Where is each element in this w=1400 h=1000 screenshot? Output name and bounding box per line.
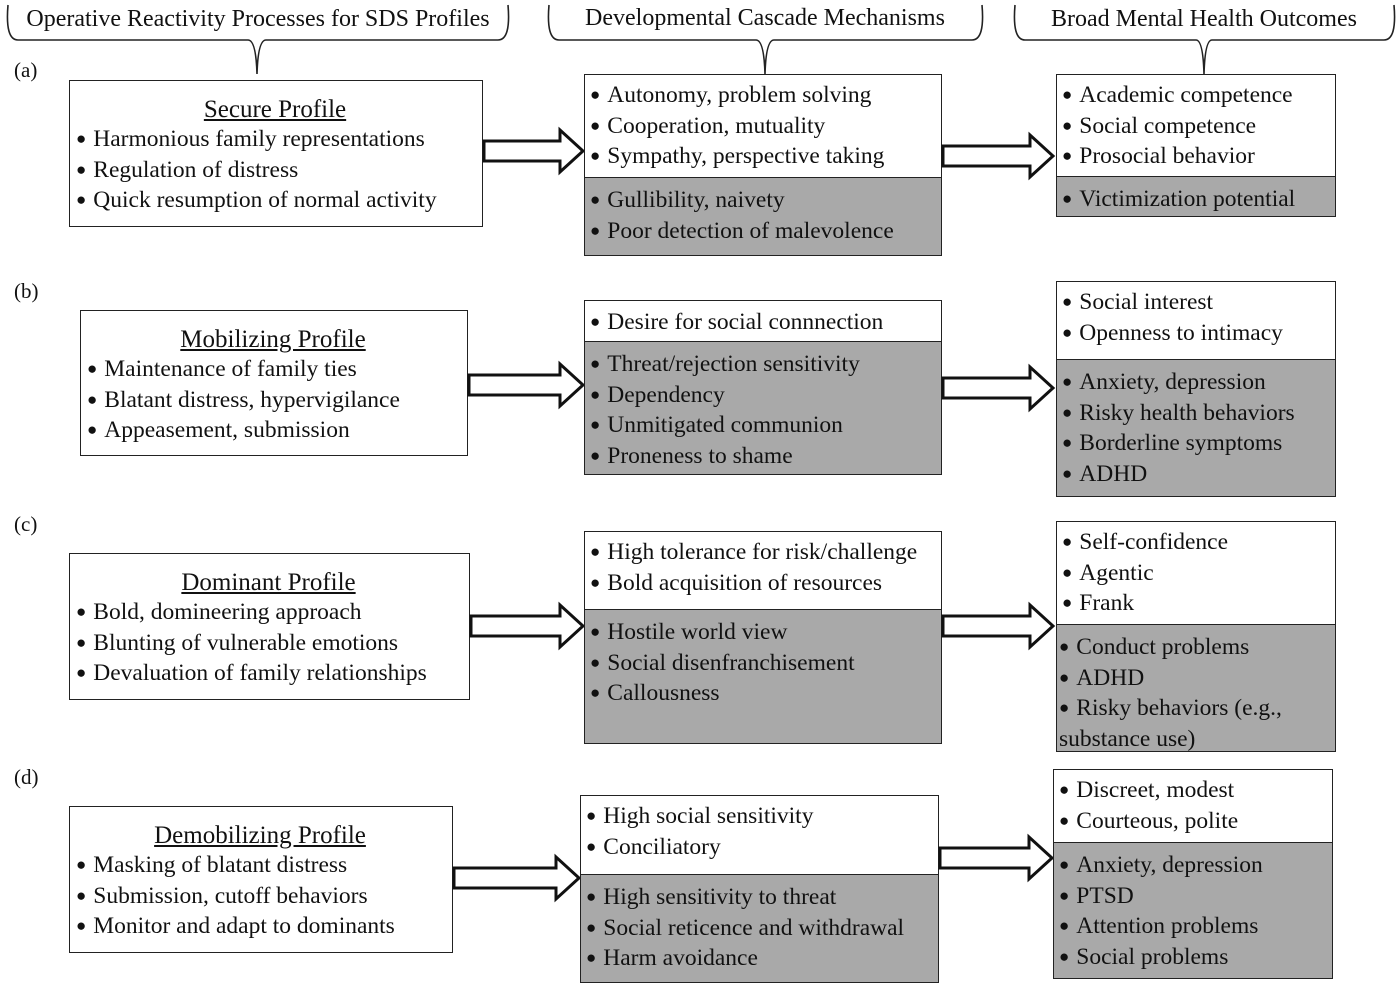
mechanism-negative-box: Threat/rejection sensitivity Dependency …	[584, 341, 942, 475]
outcome-negative-box: Conduct problems ADHD Risky behaviors (e…	[1056, 624, 1336, 752]
profile-box-secure: Secure Profile Harmonious family represe…	[69, 80, 483, 227]
outcome-item: Discreet, modest	[1059, 776, 1328, 807]
profile-item: Submission, cutoff behaviors	[76, 882, 444, 913]
profile-box-mobilizing: Mobilizing Profile Maintenance of family…	[80, 310, 468, 456]
outcome-positive-box: Self-confidence Agentic Frank	[1056, 521, 1336, 625]
profile-item: Appeasement, submission	[87, 416, 459, 447]
row-label-c: (c)	[14, 512, 38, 536]
mechanism-positive-box: Desire for social connnection	[584, 300, 942, 342]
header-brace-outcomes	[1013, 4, 1396, 75]
mechanism-item: Poor detection of malevolence	[590, 217, 937, 248]
mechanism-item: High tolerance for risk/challenge	[590, 538, 937, 569]
outcome-item: Social competence	[1062, 112, 1331, 143]
mechanism-item: Desire for social connnection	[590, 308, 937, 339]
outcome-negative-box: Victimization potential	[1056, 176, 1336, 217]
mechanism-item: Gullibility, naivety	[590, 186, 937, 217]
outcome-item: Social interest	[1062, 288, 1331, 319]
outcome-item: Academic competence	[1062, 81, 1331, 112]
outcome-item: Conduct problems	[1059, 633, 1331, 664]
profile-item: Blatant distress, hypervigilance	[87, 386, 459, 417]
outcome-item: Risky health behaviors	[1062, 399, 1331, 430]
profile-item: Regulation of distress	[76, 156, 474, 187]
profile-title: Mobilizing Profile	[180, 326, 366, 353]
outcome-item: PTSD	[1059, 882, 1328, 913]
profile-title: Secure Profile	[203, 96, 347, 123]
outcome-negative-box: Anxiety, depression PTSD Attention probl…	[1053, 842, 1333, 979]
mechanism-positive-box: High social sensitivity Conciliatory	[580, 795, 939, 875]
outcome-item: Attention problems	[1059, 912, 1328, 943]
mechanism-item: High social sensitivity	[586, 802, 934, 833]
outcome-item: Self-confidence	[1062, 528, 1331, 559]
mechanism-item: Dependency	[590, 381, 937, 412]
mechanism-item: Hostile world view	[590, 618, 937, 649]
mechanism-item: Proneness to shame	[590, 442, 937, 473]
mechanism-item: Social disenfranchisement	[590, 649, 937, 680]
outcome-item: Risky behaviors (e.g., substance use)	[1059, 694, 1331, 751]
outcome-item: Borderline symptoms	[1062, 429, 1331, 460]
mechanism-item: Autonomy, problem solving	[590, 81, 937, 112]
header-outcomes: Broad Mental Health Outcomes	[1051, 6, 1357, 32]
right-arrow-icon	[467, 360, 586, 410]
outcome-positive-box: Discreet, modest Courteous, polite	[1053, 769, 1333, 843]
mechanism-item: Sympathy, perspective taking	[590, 142, 937, 173]
profile-item: Blunting of vulnerable emotions	[76, 629, 461, 660]
right-arrow-icon	[941, 363, 1056, 413]
row-label-a: (a)	[14, 58, 38, 82]
mechanism-negative-box: Gullibility, naivety Poor detection of m…	[584, 177, 942, 256]
outcome-negative-box: Anxiety, depression Risky health behavio…	[1056, 359, 1336, 497]
right-arrow-icon	[482, 126, 586, 176]
outcome-item: ADHD	[1062, 460, 1331, 491]
profile-box-demobilizing: Demobilizing Profile Masking of blatant …	[69, 806, 453, 953]
mechanism-negative-box: High sensitivity to threat Social retice…	[580, 874, 939, 983]
outcome-item: Social problems	[1059, 943, 1328, 974]
outcome-item: Frank	[1062, 589, 1331, 620]
mechanism-item: Bold acquisition of resources	[590, 569, 937, 600]
mechanism-item: Harm avoidance	[586, 944, 934, 975]
profile-item: Masking of blatant distress	[76, 851, 444, 882]
mechanism-positive-box: High tolerance for risk/challenge Bold a…	[584, 531, 942, 610]
row-label-b: (b)	[14, 279, 39, 303]
row-label-d: (d)	[14, 765, 39, 789]
right-arrow-icon	[941, 601, 1056, 651]
header-brace-profiles	[6, 4, 510, 75]
right-arrow-icon	[941, 131, 1056, 181]
outcome-item: Prosocial behavior	[1062, 142, 1331, 173]
outcome-item: Openness to intimacy	[1062, 319, 1331, 350]
profile-item: Monitor and adapt to dominants	[76, 912, 444, 943]
outcome-item: Courteous, polite	[1059, 807, 1328, 838]
outcome-item: ADHD	[1059, 664, 1331, 695]
mechanism-item: High sensitivity to threat	[586, 883, 934, 914]
mechanism-item: Threat/rejection sensitivity	[590, 350, 937, 381]
outcome-positive-box: Academic competence Social competence Pr…	[1056, 74, 1336, 177]
mechanism-item: Conciliatory	[586, 833, 934, 864]
right-arrow-icon	[452, 853, 582, 903]
right-arrow-icon	[938, 833, 1055, 883]
profile-title: Demobilizing Profile	[154, 822, 366, 849]
profile-item: Devaluation of family relationships	[76, 659, 461, 690]
outcome-item: Agentic	[1062, 559, 1331, 590]
outcome-positive-box: Social interest Openness to intimacy	[1056, 281, 1336, 360]
profile-box-dominant: Dominant Profile Bold, domineering appro…	[69, 553, 470, 700]
outcome-item: Anxiety, depression	[1059, 851, 1328, 882]
outcome-item: Anxiety, depression	[1062, 368, 1331, 399]
outcome-item: Victimization potential	[1062, 185, 1331, 216]
mechanism-item: Unmitigated communion	[590, 411, 937, 442]
profile-title: Dominant Profile	[181, 569, 356, 596]
profile-item: Quick resumption of normal activity	[76, 186, 474, 217]
header-mechanisms: Developmental Cascade Mechanisms	[585, 5, 945, 31]
header-profiles: Operative Reactivity Processes for SDS P…	[26, 6, 490, 32]
mechanism-positive-box: Autonomy, problem solving Cooperation, m…	[584, 74, 942, 178]
mechanism-item: Cooperation, mutuality	[590, 112, 937, 143]
profile-item: Harmonious family representations	[76, 125, 474, 156]
right-arrow-icon	[469, 601, 586, 651]
profile-item: Maintenance of family ties	[87, 355, 459, 386]
mechanism-item: Social reticence and withdrawal	[586, 914, 934, 945]
mechanism-item: Callousness	[590, 679, 937, 710]
mechanism-negative-box: Hostile world view Social disenfranchise…	[584, 609, 942, 744]
profile-item: Bold, domineering approach	[76, 598, 461, 629]
